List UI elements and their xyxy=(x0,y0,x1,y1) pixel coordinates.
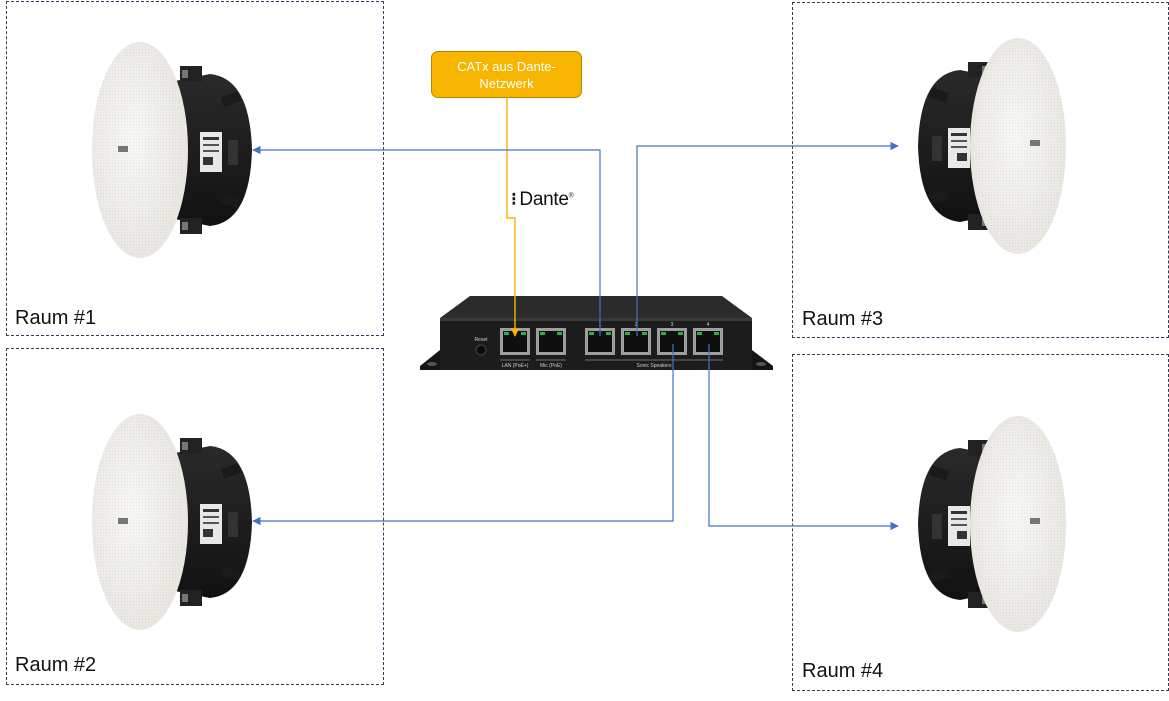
room-label-1: Raum #1 xyxy=(15,307,97,329)
port-group-label-lan: LAN (PoE+) xyxy=(502,363,529,369)
port-number-3: 3 xyxy=(671,322,674,328)
network-source-callout: CATx aus Dante-Netzwerk xyxy=(431,51,582,98)
speaker-connection-3 xyxy=(252,344,674,526)
port-speaker-2 xyxy=(621,328,651,355)
ceiling-speaker-icon xyxy=(918,416,1066,632)
dante-logo: ⁝Dante® xyxy=(511,189,574,211)
port-number-4: 4 xyxy=(707,322,710,328)
speaker-connection-4 xyxy=(708,344,899,531)
port-group-label-speakers: Sonic Speakers xyxy=(636,363,672,369)
speaker-connection-1 xyxy=(252,145,601,336)
port-speaker-4 xyxy=(693,328,723,355)
speaker-connection-2 xyxy=(636,141,899,336)
network-cable xyxy=(506,98,520,337)
dante-logo-text: Dante xyxy=(519,189,569,210)
port-mic xyxy=(536,328,566,355)
room-label-2: Raum #2 xyxy=(15,654,97,676)
room-frame-1 xyxy=(6,1,384,336)
room-label-4: Raum #4 xyxy=(802,660,884,682)
callout-text: CATx aus Dante-Netzwerk xyxy=(457,58,556,91)
dante-trademark: ® xyxy=(568,192,574,200)
port-group-label-mic: Mic (PoE) xyxy=(540,363,562,369)
ceiling-speaker-icon xyxy=(92,414,252,630)
dante-mark-icon: ⁝ xyxy=(511,189,517,209)
ceiling-speaker-icon xyxy=(918,38,1066,254)
dante-speaker-interface-icon: Reset xyxy=(420,296,773,370)
ceiling-speaker-icon xyxy=(92,42,252,258)
room-frame-2 xyxy=(6,348,384,685)
port-speaker-3 xyxy=(657,328,687,355)
room-label-3: Raum #3 xyxy=(802,308,884,330)
reset-label: Reset xyxy=(474,337,488,343)
port-number-2: 2 xyxy=(635,322,638,328)
